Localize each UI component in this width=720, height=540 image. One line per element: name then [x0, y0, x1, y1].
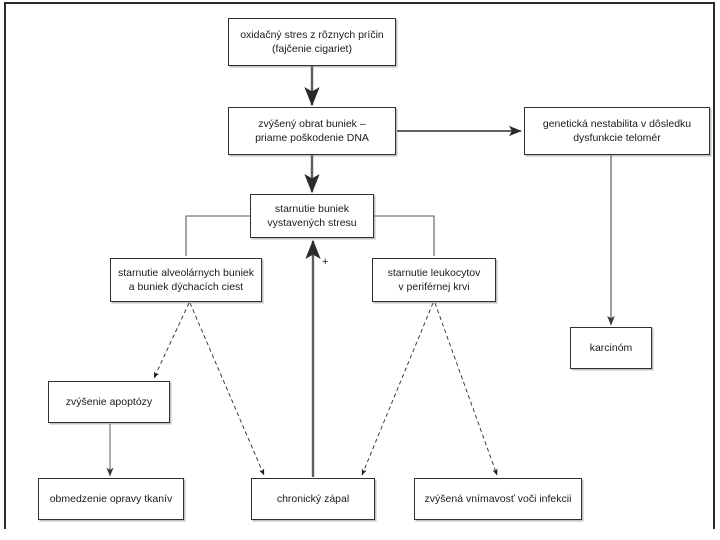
node-label: zvýšená vnímavosť voči infekcii — [424, 492, 572, 505]
node-label: zvýšenie apoptózy — [65, 395, 153, 408]
node-label: zvýšený obrat buniek – priame poškodenie… — [255, 117, 369, 144]
edge-alveolar-to-apoptosis — [153, 302, 190, 379]
node-label: chronický zápal — [276, 492, 350, 505]
node-label: starnutie buniek vystavených stresu — [267, 202, 357, 229]
edge-leukocyte-to-infection — [434, 302, 498, 476]
node-carcinoma[interactable]: karcinóm — [570, 327, 652, 369]
node-leukocyte-senescence[interactable]: starnutie leukocytov v periférnej krvi — [372, 258, 496, 302]
node-oxidative-stress[interactable]: oxidačný stres z rôznych príčin (fajčeni… — [228, 18, 396, 66]
edge-senescence-to-alveolar — [185, 215, 250, 256]
node-label: obmedzenie opravy tkanív — [49, 492, 173, 505]
node-limited-tissue-repair[interactable]: obmedzenie opravy tkanív — [38, 478, 184, 520]
node-genetic-instability[interactable]: genetická nestabilita v dôsledku dysfunk… — [524, 107, 710, 155]
node-label: starnutie alveolárnych buniek a buniek d… — [118, 266, 254, 293]
node-infection-susceptibility[interactable]: zvýšená vnímavosť voči infekcii — [414, 478, 582, 520]
node-alveolar-senescence[interactable]: starnutie alveolárnych buniek a buniek d… — [110, 258, 262, 302]
node-label: oxidačný stres z rôznych príčin (fajčeni… — [240, 28, 384, 55]
node-increased-apoptosis[interactable]: zvýšenie apoptózy — [48, 381, 170, 423]
edge-leukocyte-to-inflammation — [361, 302, 434, 476]
plus-sign-label: + — [322, 256, 329, 268]
node-label: starnutie leukocytov v periférnej krvi — [387, 266, 481, 293]
node-chronic-inflammation[interactable]: chronický zápal — [251, 478, 375, 520]
edge-senescence-to-leukocyte — [374, 215, 435, 256]
edge-alveolar-to-inflammation — [189, 302, 265, 476]
node-label: karcinóm — [589, 341, 633, 354]
node-cell-senescence-stress[interactable]: starnutie buniek vystavených stresu — [250, 194, 374, 238]
node-cell-turnover-dna[interactable]: zvýšený obrat buniek – priame poškodenie… — [228, 107, 396, 155]
node-label: genetická nestabilita v dôsledku dysfunk… — [542, 117, 692, 144]
